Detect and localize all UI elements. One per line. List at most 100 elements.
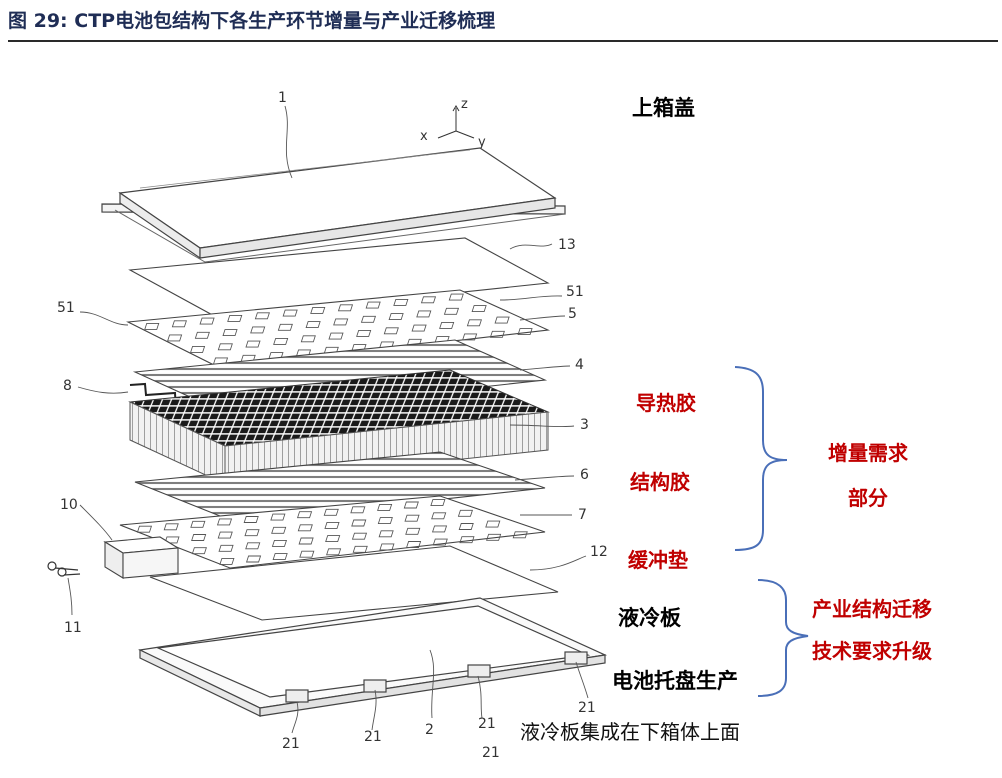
tray-production-label: 电池托盘生产 [612, 669, 738, 693]
plate-slot [191, 534, 207, 541]
axis-x-label: x [420, 129, 428, 144]
part-number-4: 4 [575, 357, 584, 373]
plate-slot [243, 516, 259, 523]
plate-slot [443, 307, 460, 315]
plate-slot [403, 501, 419, 509]
plate-slot [191, 547, 207, 555]
plate-slot [360, 315, 377, 323]
plate-slot [378, 530, 394, 538]
structural-glue-label: 结构胶 [630, 470, 690, 494]
plate-slot [411, 324, 427, 332]
plate-slot [377, 517, 393, 525]
plate-slot [439, 321, 455, 329]
part-number-6: 6 [580, 467, 589, 483]
plate-slot [305, 321, 321, 329]
plate-slot [271, 539, 288, 547]
plate-slot [356, 329, 372, 337]
part-number-8: 8 [63, 378, 72, 394]
plate-slot [324, 521, 340, 529]
part-number-51-left: 51 [57, 300, 75, 316]
migration-bracket [757, 579, 809, 697]
plate-slot [333, 318, 349, 326]
plate-slot [222, 329, 238, 337]
plate-slot [297, 524, 313, 532]
plate-slot [164, 536, 180, 544]
figure-header: 图 29: CTP电池包结构下各生产环节增量与产业迁移梳理 [0, 0, 1002, 44]
plate-slot [199, 317, 215, 325]
part-number-21-e: 21 [578, 700, 596, 716]
plate-slot [337, 304, 354, 312]
plate-slot [350, 506, 366, 514]
plate-slot [351, 519, 367, 527]
plate-slot [393, 298, 409, 306]
bottom-caption: 液冷板集成在下箱体上面 [520, 720, 740, 744]
part-number-11: 11 [64, 620, 82, 636]
plate-slot [377, 503, 393, 511]
bms-box-10 [103, 536, 180, 579]
plate-slot [406, 541, 422, 548]
upper-plate-5 [126, 289, 551, 369]
plate-slot [432, 538, 448, 546]
plate-slot [512, 531, 528, 539]
header-rule [8, 40, 998, 42]
plate-slot [388, 313, 404, 321]
migration-label-line2: 技术要求升级 [812, 639, 932, 663]
plate-slot [458, 523, 474, 530]
plate-slot [254, 312, 270, 320]
part-number-7: 7 [578, 507, 587, 523]
plate-slot [430, 499, 446, 507]
figure-title: 图 29: CTP电池包结构下各生产环节增量与产业迁移梳理 [8, 10, 496, 32]
plate-slot [431, 525, 448, 533]
plate-slot [489, 330, 505, 338]
plate-slot [485, 520, 501, 528]
plate-slot [486, 533, 502, 541]
plate-slot [448, 293, 464, 301]
plate-slot [383, 327, 399, 335]
part-number-2: 2 [425, 722, 434, 738]
part-number-21-b: 21 [364, 729, 382, 745]
exploded-battery-pack-diagram: z x y [47, 97, 809, 734]
plate-slot [431, 512, 447, 520]
plate-slot [167, 334, 183, 342]
plate-slot [457, 509, 473, 517]
part-number-21-a: 21 [282, 736, 300, 752]
liquid-cooling-plate-label: 液冷板 [618, 606, 681, 630]
plate-slot [244, 529, 260, 537]
upper-cover [101, 147, 566, 263]
plate-slot [328, 332, 344, 340]
part-number-1: 1 [278, 90, 287, 106]
demand-bracket [734, 366, 788, 551]
plate-slot [273, 337, 289, 345]
plate-slot [282, 309, 298, 317]
part-number-21-c: 21 [478, 716, 496, 732]
plate-slot [405, 527, 421, 535]
plate-slot [163, 523, 179, 531]
thermal-sheet-13 [128, 237, 550, 319]
plate-slot [471, 305, 487, 313]
plate-slot [494, 316, 510, 324]
plate-slot [298, 537, 314, 545]
axis-z-label: z [461, 97, 468, 112]
lower-plate-7 [119, 495, 546, 569]
plate-slot [272, 553, 288, 561]
plate-slot [310, 306, 326, 314]
plate-slot [365, 301, 381, 309]
plate-slot [277, 323, 293, 331]
buffer-pad-label: 缓冲垫 [628, 548, 688, 572]
plate-slot [190, 345, 206, 353]
plate-slot [416, 310, 432, 318]
plate-slot [466, 319, 482, 327]
plate-slot [462, 333, 478, 341]
demand-label-line1: 增量需求 [828, 441, 908, 465]
demand-label-line2: 部分 [848, 486, 888, 510]
plate-slot [245, 340, 261, 348]
axis-y-label: y [478, 135, 486, 150]
part-number-12: 12 [590, 544, 608, 560]
plate-slot [296, 511, 313, 519]
plate-slot [420, 296, 437, 304]
part-number-51-right: 51 [566, 284, 584, 300]
plate-slot [216, 518, 233, 526]
axis-gizmo [437, 105, 475, 139]
plate-slot [379, 543, 395, 551]
plate-slot [352, 545, 368, 553]
